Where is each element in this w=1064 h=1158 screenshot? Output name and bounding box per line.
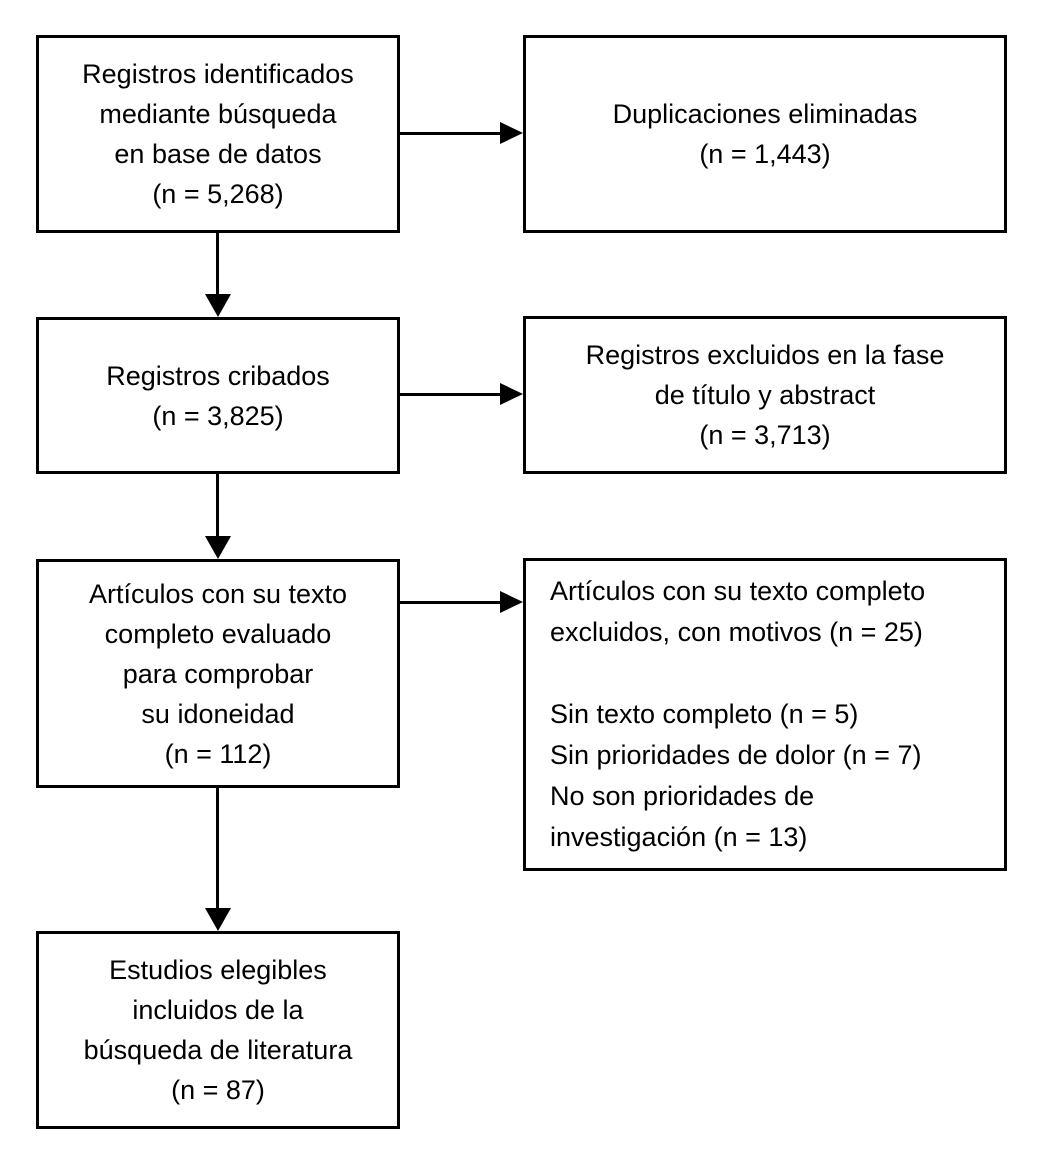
box-duplicates-removed: Duplicaciones eliminadas (n = 1,443): [523, 35, 1007, 233]
arrow-shaft: [399, 601, 503, 604]
arrow-down-icon: [205, 536, 231, 559]
arrow-shaft: [216, 787, 219, 910]
box-fulltext-excluded: Artículos con su texto completo excluido…: [523, 558, 1007, 871]
arrow-fulltext-to-included: [205, 787, 231, 931]
box-records-screened: Registros cribados (n = 3,825): [36, 317, 400, 474]
arrow-screened-to-excluded: [399, 383, 523, 405]
arrow-fulltext-to-fulltext-excluded: [399, 591, 523, 613]
arrow-right-icon: [500, 383, 523, 405]
arrow-shaft: [216, 473, 219, 538]
box-studies-included-text: Estudios elegibles incluidos de la búsqu…: [83, 955, 353, 1105]
arrow-right-icon: [500, 122, 523, 144]
box-studies-included: Estudios elegibles incluidos de la búsqu…: [36, 931, 400, 1129]
box-duplicates-removed-text: Duplicaciones eliminadas (n = 1,443): [612, 99, 918, 169]
arrow-down-icon: [205, 908, 231, 931]
arrow-shaft: [399, 393, 503, 396]
arrow-right-icon: [500, 591, 523, 613]
box-records-identified-text: Registros identificados mediante búsqued…: [82, 59, 354, 209]
box-records-screened-text: Registros cribados (n = 3,825): [106, 360, 330, 431]
box-records-excluded-title-abstract: Registros excluidos en la fase de título…: [523, 316, 1007, 474]
arrow-down-icon: [205, 294, 231, 317]
box-records-identified: Registros identificados mediante búsqued…: [36, 35, 400, 233]
arrow-shaft: [399, 132, 503, 135]
box-fulltext-assessed: Artículos con su texto completo evaluado…: [36, 559, 400, 788]
box-fulltext-assessed-text: Artículos con su texto completo evaluado…: [88, 578, 348, 769]
arrow-screened-to-fulltext: [205, 473, 231, 559]
box-fulltext-excluded-text: Artículos con su texto completo excluido…: [550, 576, 926, 852]
arrow-identified-to-duplicates: [399, 122, 523, 144]
box-records-excluded-title-abstract-text: Registros excluidos en la fase de título…: [585, 340, 945, 450]
arrow-identified-to-screened: [205, 232, 231, 317]
arrow-shaft: [216, 232, 219, 296]
